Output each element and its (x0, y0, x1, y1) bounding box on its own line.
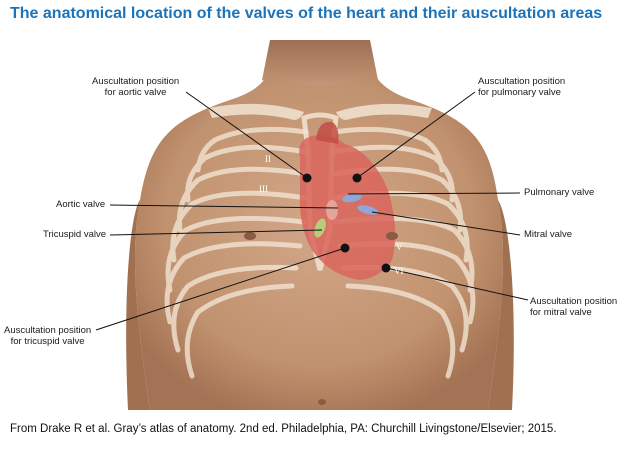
label-aortic-auscultation: Auscultation position for aortic valve (92, 76, 179, 98)
label-mitral-auscultation-line1: Auscultation position (530, 296, 618, 307)
clavicle-right (336, 103, 432, 120)
tricuspid-valve-shape (314, 218, 326, 238)
label-pulmonary-auscultation: Auscultation position for pulmonary valv… (478, 76, 565, 98)
rib-numeral-iii: III (259, 184, 268, 194)
pulmonary-valve-shape (342, 193, 362, 203)
label-aortic-valve: Aortic valve (56, 199, 106, 210)
figure-title: The anatomical location of the valves of… (10, 5, 603, 22)
aorta (316, 121, 339, 144)
aortic-valve-shape (326, 200, 338, 220)
torso-illustration: II III V VI (95, 40, 529, 410)
label-aortic-auscultation-line2: for aortic valve (104, 87, 167, 98)
label-mitral-auscultation: Auscultation position for mitral valve (530, 296, 617, 318)
leader-lines (95, 91, 529, 331)
left-arm (126, 200, 150, 410)
label-pulmonary-valve: Pulmonary valve (524, 187, 595, 198)
tricuspid-auscultation-dot (340, 243, 350, 253)
label-tricuspid-valve: Tricuspid valve (43, 229, 107, 240)
label-pulmonary-auscultation-line2: for pulmonary valve (478, 87, 561, 98)
label-aortic-auscultation-line1: Auscultation position (92, 76, 180, 87)
nipple-right (386, 232, 398, 240)
clavicle-left (208, 103, 304, 120)
anatomy-figure: II III V VI Auscultation position for ao… (0, 40, 631, 410)
rib-numeral-vi: VI (394, 266, 404, 276)
aortic-auscultation-dot (302, 173, 312, 183)
label-mitral-auscultation-line2: for mitral valve (530, 307, 592, 318)
heart-shape (299, 135, 396, 280)
source-credit: From Drake R et al. Gray’s atlas of anat… (10, 423, 557, 435)
label-pulmonary-auscultation-line1: Auscultation position (478, 76, 566, 87)
neck (262, 40, 378, 90)
right-arm (488, 200, 514, 410)
navel (318, 399, 326, 405)
rib-numeral-v: V (396, 242, 403, 252)
label-mitral-valve: Mitral valve (524, 229, 573, 240)
label-tricuspid-auscultation-line2: for tricuspid valve (10, 336, 85, 347)
mitral-auscultation-dot (381, 263, 391, 273)
label-tricuspid-auscultation-line1: Auscultation position (4, 325, 92, 336)
label-tricuspid-auscultation: Auscultation position for tricuspid valv… (4, 325, 91, 347)
nipple-left (244, 232, 256, 240)
pulmonary-auscultation-dot (352, 173, 362, 183)
ribs-left (164, 126, 309, 379)
rib-numeral-ii: II (265, 154, 271, 164)
